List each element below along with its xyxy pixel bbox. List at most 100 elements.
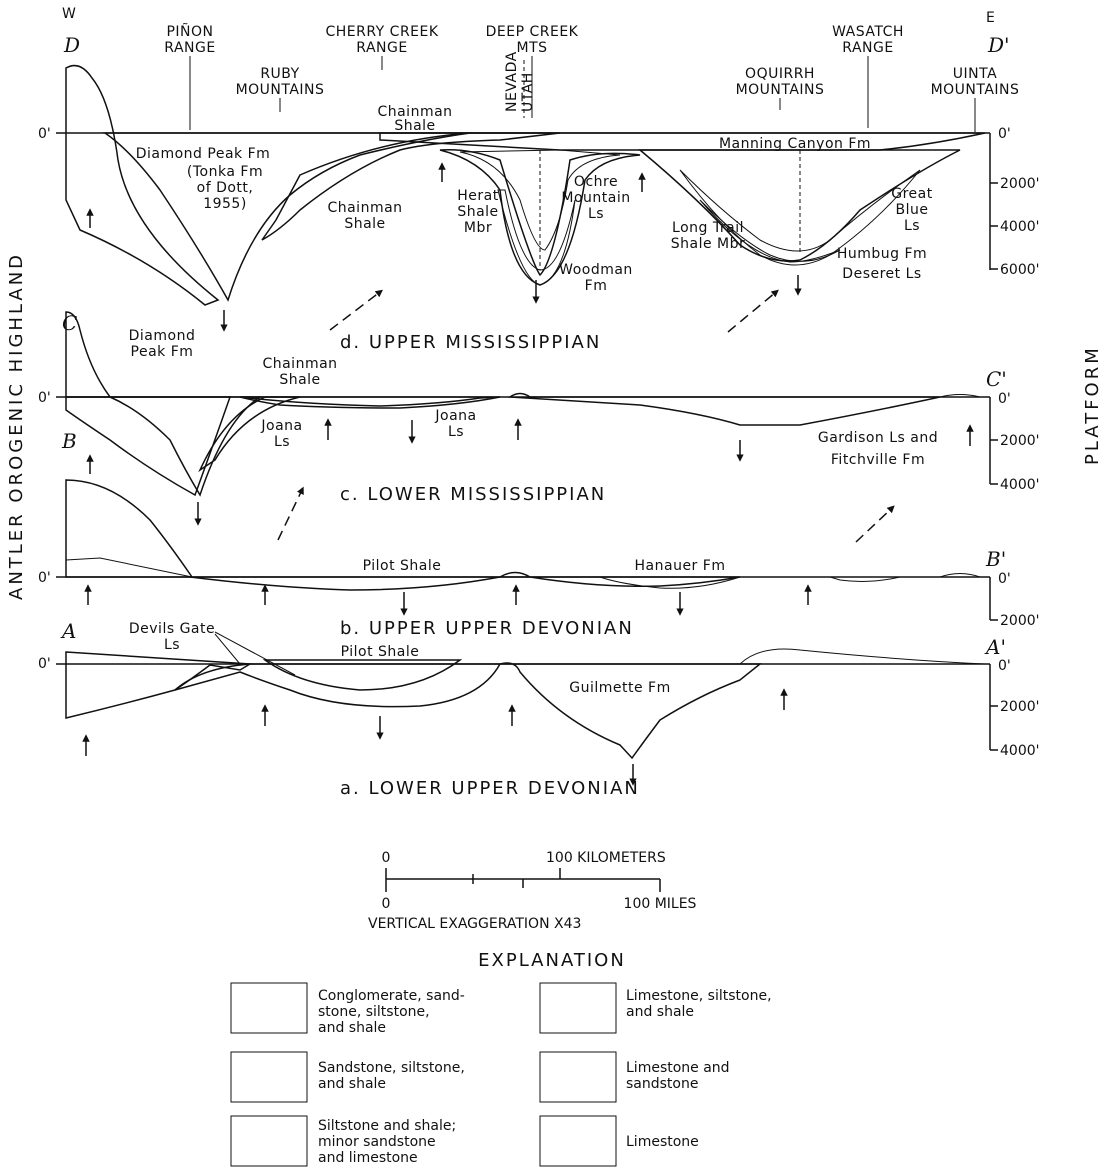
label-manning-canyon: Manning Canyon Fm [719, 136, 871, 152]
label-woodman-1: Woodman [559, 262, 633, 278]
svg-text:stone, siltstone,: stone, siltstone, [318, 1004, 430, 1020]
svg-text:b. UPPER UPPER DEVONIAN: b. UPPER UPPER DEVONIAN [340, 618, 634, 639]
explanation-legend: EXPLANATION Conglomerate, sand- stone, s… [230, 950, 772, 1167]
section-b: B B' 0' 2000' 0' Pilot Shale Hanauer Fm … [38, 429, 1039, 639]
label-ochre-2: Mountain [561, 190, 630, 206]
label-ochre-1: Ochre [574, 174, 618, 190]
label-herat-2: Shale [457, 204, 498, 220]
svg-text:Joana: Joana [434, 408, 476, 424]
svg-text:4000': 4000' [1000, 477, 1039, 493]
wasatch-label-1: WASATCH [832, 24, 904, 40]
section-d-zero-left: 0' [38, 126, 51, 142]
svg-text:0': 0' [38, 570, 51, 586]
svg-text:Siltstone and shale;: Siltstone and shale; [318, 1118, 456, 1134]
left-side-label: ANTLER OROGENIC HIGHLAND [6, 252, 27, 600]
label-herat-3: Mbr [464, 220, 492, 236]
legend-swatch-limestone-sandstone [539, 1051, 617, 1103]
section-c: C C' 0' 2000' 4000' 0' Diamond Peak Fm C… [38, 311, 1039, 543]
cherry-label-1: CHERRY CREEK [325, 24, 438, 40]
svg-text:Devils Gate: Devils Gate [129, 621, 215, 637]
section-d-basin1-limestone [439, 148, 641, 286]
svg-text:EXPLANATION: EXPLANATION [478, 950, 626, 971]
right-side-label: PLATFORM [1082, 345, 1103, 465]
section-d-depth-1: 2000' [1000, 176, 1039, 192]
section-d-start: D [63, 33, 80, 57]
label-tonka-3: 1955) [203, 196, 247, 212]
label-long-trail-1: Long Trail [672, 220, 744, 236]
section-d: D D' 0' 2000' 4000' 6000' 0' Diamond Pea… [38, 33, 1039, 353]
deep-creek-label-2: MTS [516, 40, 547, 56]
label-long-trail-2: Shale Mbr [671, 236, 746, 252]
nevada-label: NEVADA [504, 51, 520, 112]
legend-swatch-siltstone [230, 1115, 308, 1167]
svg-text:0: 0 [382, 850, 391, 866]
section-d-diamond-peak [102, 132, 471, 302]
svg-text:and shale: and shale [626, 1004, 694, 1020]
svg-text:2000': 2000' [1000, 613, 1039, 629]
legend-swatch-limestone-siltstone [539, 982, 617, 1034]
svg-text:Hanauer Fm: Hanauer Fm [635, 558, 726, 574]
svg-text:0': 0' [998, 571, 1011, 587]
oquirrh-label-1: OQUIRRH [745, 66, 815, 82]
pinon-label-2: RANGE [164, 40, 215, 56]
svg-text:100 KILOMETERS: 100 KILOMETERS [546, 850, 666, 866]
section-d-depth-3: 6000' [1000, 262, 1039, 278]
svg-text:4000': 4000' [1000, 743, 1039, 759]
section-d-zero-right: 0' [998, 126, 1011, 142]
svg-text:0': 0' [998, 391, 1011, 407]
svg-text:Joana: Joana [260, 418, 302, 434]
svg-text:Limestone, siltstone,: Limestone, siltstone, [626, 988, 772, 1004]
svg-text:Fitchville Fm: Fitchville Fm [831, 452, 925, 468]
cherry-label-2: RANGE [356, 40, 407, 56]
svg-text:and shale: and shale [318, 1076, 386, 1092]
label-great-blue-2: Blue [896, 202, 929, 218]
utah-label: UTAH [520, 72, 536, 112]
section-d-depth-2: 4000' [1000, 219, 1039, 235]
label-great-blue-3: Ls [904, 218, 920, 234]
pinon-label-1: PIÑON [166, 23, 213, 40]
svg-text:0': 0' [38, 390, 51, 406]
legend-swatch-limestone [539, 1115, 617, 1167]
label-chainman-top-1: Chainman [377, 104, 452, 120]
svg-text:Peak Fm: Peak Fm [131, 344, 194, 360]
label-tonka-2: of Dott, [197, 180, 254, 196]
svg-text:Guilmette Fm: Guilmette Fm [569, 680, 670, 696]
svg-text:A': A' [984, 635, 1006, 659]
svg-text:100 MILES: 100 MILES [624, 896, 697, 912]
section-d-highland [65, 64, 220, 306]
label-woodman-2: Fm [585, 278, 608, 294]
section-c-end: C' [986, 367, 1007, 391]
svg-text:Chainman: Chainman [262, 356, 337, 372]
svg-text:a. LOWER UPPER DEVONIAN: a. LOWER UPPER DEVONIAN [340, 778, 640, 799]
section-a: A A' 0' 2000' 4000' 0' Devils Gate Ls Pi… [38, 619, 1039, 799]
label-diamond-peak-fm: Diamond Peak Fm [136, 146, 271, 162]
svg-text:Ls: Ls [274, 434, 290, 450]
section-d-end: D' [987, 33, 1010, 57]
section-d-caption: d. UPPER MISSISSIPPIAN [340, 332, 601, 353]
deep-creek-label-1: DEEP CREEK [486, 24, 579, 40]
label-tonka-1: (Tonka Fm [187, 164, 263, 180]
svg-text:Ls: Ls [448, 424, 464, 440]
svg-text:Gardison Ls and: Gardison Ls and [818, 430, 938, 446]
west-label: W [62, 6, 76, 22]
legend-swatch-conglomerate [230, 982, 308, 1034]
svg-text:0: 0 [382, 896, 391, 912]
svg-text:minor sandstone: minor sandstone [318, 1134, 436, 1150]
svg-text:sandstone: sandstone [626, 1076, 698, 1092]
svg-text:Pilot Shale: Pilot Shale [363, 558, 442, 574]
svg-text:Sandstone, siltstone,: Sandstone, siltstone, [318, 1060, 465, 1076]
svg-text:and limestone: and limestone [318, 1150, 418, 1166]
legend-swatch-sandstone [230, 1051, 308, 1103]
label-humbug: Humbug Fm [837, 246, 927, 262]
svg-text:2000': 2000' [1000, 699, 1039, 715]
label-great-blue-1: Great [891, 186, 932, 202]
svg-text:Diamond: Diamond [129, 328, 196, 344]
svg-text:Pilot Shale: Pilot Shale [341, 644, 420, 660]
section-c-start: C [62, 311, 77, 335]
ruby-label-1: RUBY [260, 66, 299, 82]
wasatch-label-2: RANGE [842, 40, 893, 56]
svg-text:0': 0' [998, 658, 1011, 674]
scale-bar: 0 100 KILOMETERS 0 100 MILES VERTICAL EX… [368, 850, 697, 932]
label-chainman-low-1: Chainman [327, 200, 402, 216]
